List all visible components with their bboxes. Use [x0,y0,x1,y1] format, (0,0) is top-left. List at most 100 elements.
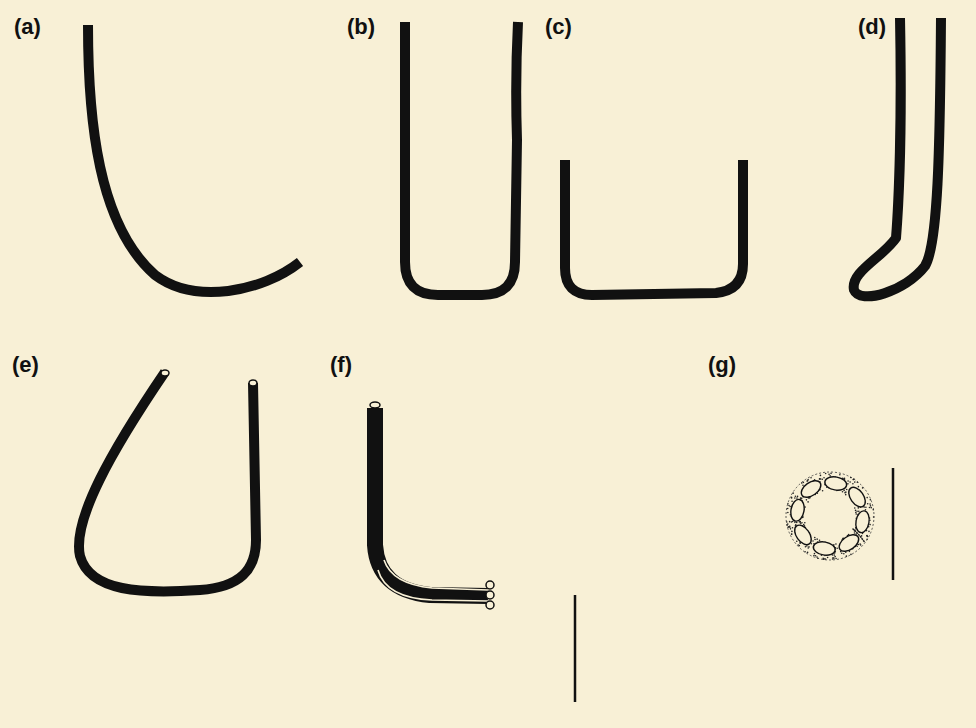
tube-opening [486,581,494,589]
stipple-dot [854,507,856,509]
stipple-dot [866,535,868,537]
stipple-dot [791,533,793,535]
stipple-dot [870,505,872,507]
cell [845,484,868,509]
stipple-dot [847,483,849,485]
stipple-dot [850,554,852,556]
cell [791,522,814,547]
stipple-dot [856,545,858,547]
stipple-dot [855,513,857,515]
cross-section [786,472,874,560]
stipple-dot [860,544,862,546]
stipple-dot [807,552,809,554]
tube-opening [486,601,494,609]
stipple-dot [858,511,860,513]
stipple-dot [861,538,863,540]
panel-letter: (g) [708,354,736,376]
stipple-dot [791,501,793,503]
stipple-dot [794,522,796,524]
stipple-dot [863,541,865,543]
cell [789,498,806,522]
panel-letter: (f) [330,354,352,376]
stipple-dot [867,536,869,538]
stipple-dot [797,496,799,498]
stipple-dot [833,554,835,556]
tube-opening [249,380,257,386]
stipple-dot [794,497,796,499]
stipple-dot [789,521,791,523]
stipple-dot [857,507,859,509]
stipple-dot [791,531,793,533]
stipple-dot [861,535,863,537]
stipple-dot [792,521,794,523]
stipple-dot [798,521,800,523]
stipple-dot [791,496,793,498]
stipple-dot [856,532,858,534]
stipple-dot [821,479,823,481]
stipple-dot [822,490,824,492]
stipple-dot [806,480,808,482]
stipple-dot [847,480,849,482]
stipple-dot [867,503,869,505]
stipple-dot [802,484,804,486]
stipple-dot [844,492,846,494]
stipple-dot [806,499,808,501]
stipple-dot [799,545,801,547]
cell [812,540,836,557]
stipple-dot [800,523,802,525]
stipple-dot [820,478,822,480]
stipple-dot [810,477,812,479]
tube-a [88,25,300,292]
tube-f [375,408,488,596]
stipple-dot [868,531,870,533]
cell [854,510,871,534]
stipple-dot [787,512,789,514]
stipple-dot [803,524,805,526]
panel-letter: (e) [12,354,39,376]
stipple-dot [855,510,857,512]
stipple-dot [869,503,871,505]
stipple-dot [862,539,864,541]
stipple-dot [819,539,821,541]
stipple-dot [813,555,815,557]
stipple-dot [828,474,830,476]
stipple-dot [830,473,832,475]
panel-letter: (d) [858,16,886,38]
stipple-dot [796,497,798,499]
stipple-dot [854,530,856,532]
stipple-dot [800,497,802,499]
stipple-dot [835,558,837,560]
stipple-dot [863,540,865,542]
stipple-dot [788,505,790,507]
stipple-dot [825,473,827,475]
stipple-dot [856,510,858,512]
tube-opening [486,591,494,599]
panel-letter: (c) [545,16,572,38]
panel-letter: (b) [347,16,375,38]
stipple-dot [859,543,861,545]
stipple-dot [804,522,806,524]
stipple-dot [827,557,829,559]
tube-d [854,18,941,296]
stipple-dot [844,477,846,479]
stipple-dot [790,528,792,530]
stipple-dot [842,491,844,493]
cell [836,531,861,554]
cell [824,475,848,492]
stipple-dot [870,499,872,501]
stipple-dot [869,507,871,509]
stipple-dot [796,540,798,542]
stipple-dot [787,526,789,528]
tube-c [565,160,743,295]
stipple-dot [858,534,860,536]
cell [798,477,823,500]
stipple-dot [787,508,789,510]
stipple-dot [841,552,843,554]
stipple-dot [791,497,793,499]
stipple-dot [836,547,838,549]
stipple-dot [852,483,854,485]
scale-bar [892,468,895,580]
tube-f-strand-line [384,560,488,590]
panel-letter: (a) [14,16,41,38]
